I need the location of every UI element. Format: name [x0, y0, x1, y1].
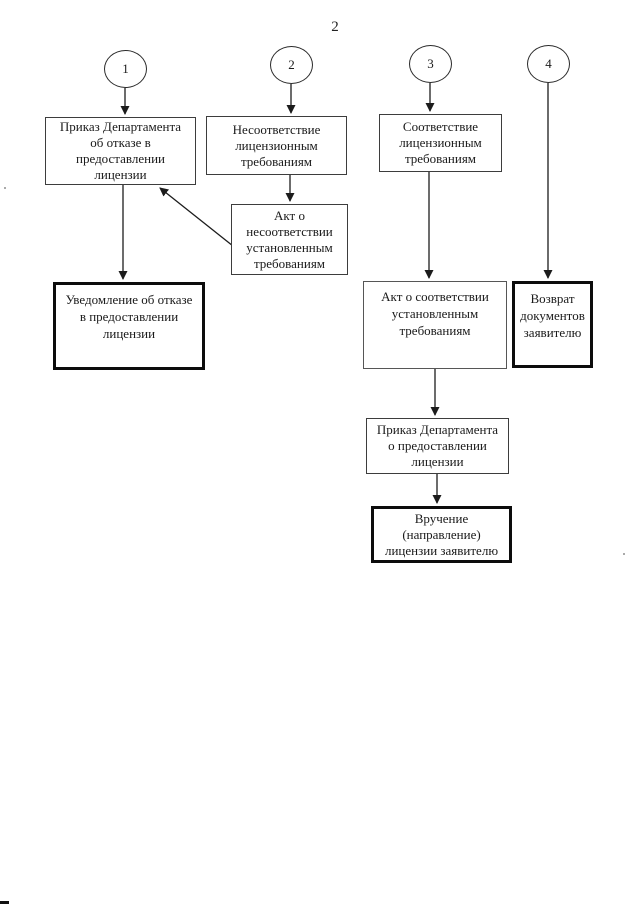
connector-circle-3: 3 [409, 45, 452, 83]
flow-node-order-refusal: Приказ Департамента об отказе в предоста… [45, 117, 196, 185]
arrow-act-noncompliance-to-order-refusal [159, 187, 234, 247]
scan-speck [4, 187, 6, 189]
connector-circle-2-label: 2 [288, 57, 295, 72]
flow-node-noncompliance: Несоответствие лицензионным требованиям [206, 116, 347, 175]
flow-node-compliance: Соответствие лицензионным требованиям [379, 114, 502, 172]
connector-circle-3-label: 3 [427, 56, 434, 71]
scan-corner-mark [0, 901, 9, 904]
flow-node-return-docs: Возврат документов заявителю [512, 281, 593, 368]
flow-node-order-grant: Приказ Департамента о предоставлении лиц… [366, 418, 509, 474]
connector-circle-4-label: 4 [545, 56, 552, 71]
scan-speck [623, 553, 625, 555]
connector-circle-1: 1 [104, 50, 147, 88]
connector-circle-2: 2 [270, 46, 313, 84]
flow-node-delivery: Вручение (направление) лицензии заявител… [371, 506, 512, 563]
flow-node-act-noncompliance: Акт о несоответствии установленным требо… [231, 204, 348, 275]
connector-circle-1-label: 1 [122, 61, 129, 76]
flow-node-act-compliance: Акт о соответствии установленным требова… [363, 281, 507, 369]
connector-circle-4: 4 [527, 45, 570, 83]
flow-node-notice-refusal: Уведомление об отказе в предоставлении л… [53, 282, 205, 370]
page-number: 2 [331, 19, 339, 35]
